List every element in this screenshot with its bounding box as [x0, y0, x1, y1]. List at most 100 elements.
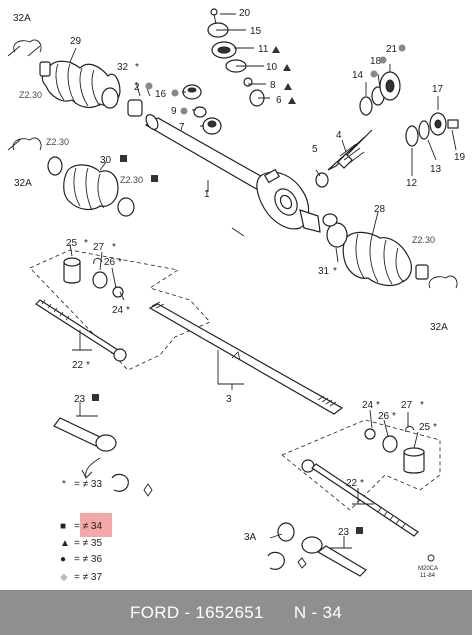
- callout-6: 6: [276, 95, 282, 106]
- asterisk-marker: *: [420, 400, 424, 411]
- circle-marker: [370, 70, 378, 78]
- legend-symbol-triangle: ▲: [60, 538, 70, 549]
- circle-marker: [379, 56, 387, 64]
- tie-rod-end-left: [53, 417, 153, 497]
- callout-27-bottom: 27: [401, 400, 413, 411]
- callout-24-top: 24: [112, 305, 124, 316]
- callout-24-bottom: 24: [362, 400, 374, 411]
- callout-19: 19: [454, 152, 466, 163]
- legend-symbol-asterisk: *: [62, 479, 66, 490]
- callout-31: 31: [318, 266, 330, 277]
- asterisk-marker: *: [86, 360, 90, 371]
- callout-12: 12: [406, 178, 418, 189]
- tie-rod-right: [301, 459, 419, 537]
- callout-20: 20: [239, 8, 251, 19]
- asterisk-marker: *: [84, 238, 88, 249]
- circle-marker: [398, 44, 406, 52]
- callout-4: 4: [336, 130, 342, 141]
- leader-lines: [69, 13, 457, 549]
- callout-13: 13: [430, 164, 442, 175]
- square-marker: [356, 527, 363, 534]
- callout-25-top: 25: [66, 238, 78, 249]
- callout-23-left: 23: [74, 394, 86, 405]
- callout-17: 17: [432, 84, 444, 95]
- callout-27-top: 27: [93, 242, 105, 253]
- circle-marker: [171, 89, 179, 97]
- legend-text-36: = ≠ 36: [74, 554, 102, 565]
- callout-22-top: 22: [72, 360, 84, 371]
- legend-text-35: = ≠ 35: [74, 538, 102, 549]
- torque-label-right: Z2.30: [412, 235, 435, 245]
- circle-marker: [180, 107, 188, 115]
- yoke-parts: [182, 84, 222, 135]
- square-marker: [151, 175, 158, 182]
- callout-32: 32: [117, 62, 129, 73]
- bellows-boot-mid-left: [63, 164, 119, 211]
- asterisk-marker: *: [333, 266, 337, 277]
- triangle-marker: [284, 83, 292, 90]
- drawing-code-line-1: M20CA: [418, 566, 438, 572]
- callout-8: 8: [270, 80, 276, 91]
- callout-10: 10: [266, 62, 278, 73]
- footer-bar: FORD - 1652651 N - 34: [0, 590, 472, 635]
- legend: * = ≠ 33 ■ = ≠ 34 ▲ = ≠ 35 ● = ≠ 36 ◆ = …: [60, 479, 112, 583]
- legend-symbol-diamond: ◆: [60, 572, 68, 583]
- footer-page: N - 34: [293, 602, 342, 622]
- bushing-parts: [63, 257, 425, 474]
- asterisk-marker: *: [135, 62, 139, 73]
- callout-32a-right: 32A: [430, 322, 448, 333]
- torque-label-top-left: Z2.30: [19, 90, 42, 100]
- legend-text-34: = ≠ 34: [74, 521, 102, 532]
- legend-symbol-square: ■: [60, 521, 66, 532]
- side-seal-parts: [359, 71, 459, 147]
- callout-16: 16: [155, 89, 167, 100]
- legend-highlight: [80, 513, 112, 537]
- callout-18: 18: [370, 56, 382, 67]
- bellows-boot-top-left: [39, 60, 121, 109]
- callout-26-top: 26: [104, 257, 116, 268]
- rack-housing: [144, 114, 321, 233]
- callout-21: 21: [386, 44, 398, 55]
- callout-23-right: 23: [338, 527, 350, 538]
- symbol-markers: * * * * * * * * * * * *: [84, 44, 437, 534]
- drawing-code: M20CA 11-84: [418, 554, 438, 579]
- torque-label-mid-left: Z2.30: [46, 137, 69, 147]
- inner-rack: [148, 301, 344, 415]
- triangle-marker: [272, 46, 280, 53]
- triangle-marker: [283, 64, 291, 71]
- callout-11: 11: [258, 44, 269, 55]
- steering-rack-diagram: 32A 29 Z2.30 32 2 16 9 7 20 15 11 10 8 6…: [7, 8, 466, 583]
- callout-32a-mid: 32A: [14, 178, 32, 189]
- asterisk-marker: *: [376, 400, 380, 411]
- footer-part-number: 1652651: [195, 602, 264, 622]
- callout-26-bottom: 26: [378, 411, 390, 422]
- drawing-code-line-2: 11-84: [420, 573, 436, 579]
- callout-5: 5: [312, 144, 318, 155]
- asterisk-marker: *: [126, 305, 130, 316]
- callout-22-bottom: 22: [346, 478, 358, 489]
- assembly-boundary-top: [29, 249, 211, 371]
- callout-32a-top: 32A: [13, 13, 31, 24]
- asterisk-marker: *: [433, 422, 437, 433]
- torque-label-mid-center: Z2.30: [120, 175, 143, 185]
- asterisk-marker: *: [112, 242, 116, 253]
- callout-2: 2: [134, 82, 140, 93]
- triangle-marker: [288, 97, 296, 104]
- callout-14: 14: [352, 70, 364, 81]
- callout-9: 9: [171, 106, 177, 117]
- footer-brand: FORD: [130, 602, 180, 622]
- callout-30: 30: [100, 155, 112, 166]
- callout-3: 3: [226, 394, 232, 405]
- callout-15: 15: [250, 26, 262, 37]
- asterisk-marker: *: [392, 411, 396, 422]
- bellows-boot-right: [342, 231, 412, 287]
- callout-7: 7: [179, 122, 185, 133]
- callout-3a: 3A: [244, 532, 257, 543]
- clamps: [7, 39, 458, 289]
- asterisk-marker: *: [360, 478, 364, 489]
- legend-text-33: = ≠ 33: [74, 479, 102, 490]
- circle-marker: [145, 82, 153, 90]
- square-marker: [120, 155, 127, 162]
- tie-rod-end-right: [267, 522, 367, 577]
- pinion-parts: [207, 8, 373, 188]
